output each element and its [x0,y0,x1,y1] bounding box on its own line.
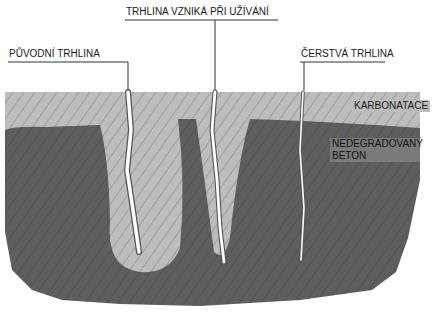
fresh-crack-label: ČERSTVÁ TRHLINA [301,48,394,60]
carbonation-label: KARBONATACE [352,100,430,112]
cracks [127,92,304,262]
concrete-label: NEDEGRADOVANÝ BETON [330,138,420,162]
usage-crack-label: TRHLINA VZNIKÁ PŘI UŽÍVÁNÍ [126,6,269,18]
concrete-body [5,92,420,306]
hatching [5,92,420,306]
original-crack-label: PŮVODNÍ TRHLINA [9,48,100,60]
